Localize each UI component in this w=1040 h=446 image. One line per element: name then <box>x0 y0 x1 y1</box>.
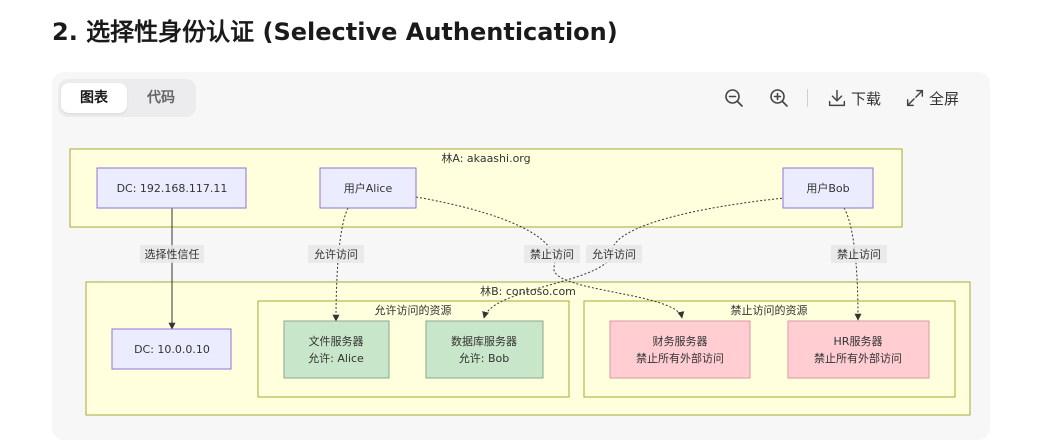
denied-resources-title: 禁止访问的资源 <box>731 303 808 317</box>
node-file-server[interactable] <box>283 320 390 379</box>
page-title: 2. 选择性身份认证 (Selective Authentication) <box>52 18 618 46</box>
diagram-panel: 林A: akaashi.org 林B: contoso.com 允许访问的资源 … <box>52 72 990 440</box>
toolbar-divider <box>807 89 808 107</box>
tab-diagram[interactable]: 图表 <box>61 83 127 113</box>
diagram-toolbar: 下载 全屏 <box>722 82 972 114</box>
download-label: 下载 <box>851 89 882 108</box>
zoom-out-icon[interactable] <box>722 86 746 110</box>
forest-a-title: 林A: akaashi.org <box>441 151 530 165</box>
edge-label-bob-allow: 允许访问 <box>592 247 636 261</box>
node-user-bob[interactable] <box>782 167 874 209</box>
edge-label-bg <box>831 245 887 263</box>
mermaid-diagram: 林A: akaashi.org 林B: contoso.com 允许访问的资源 … <box>69 148 971 416</box>
tab-code[interactable]: 代码 <box>147 90 175 106</box>
diagram-canvas: 林A: akaashi.org 林B: contoso.com 允许访问的资源 … <box>52 72 990 440</box>
node-hr-server-line2: 禁止所有外部访问 <box>814 351 902 365</box>
node-finance-server-line1: 财务服务器 <box>653 334 708 348</box>
node-finance-server[interactable] <box>609 320 751 379</box>
edge-label-alice-deny: 禁止访问 <box>530 248 574 261</box>
edge-alice-allow <box>332 207 349 322</box>
node-dc-b[interactable] <box>111 328 232 370</box>
node-dc-a[interactable] <box>96 167 247 209</box>
node-dc-b-label: DC: 10.0.0.10 <box>134 343 210 356</box>
node-db-server-line1: 数据库服务器 <box>451 334 517 348</box>
fullscreen-label: 全屏 <box>929 89 960 108</box>
download-button[interactable]: 下载 <box>826 86 881 110</box>
node-db-server-line2: 允许: Bob <box>459 351 509 365</box>
edge-alice-deny <box>415 196 685 319</box>
edge-label-bob-deny: 禁止访问 <box>837 248 881 261</box>
edge-label-bg <box>586 245 642 263</box>
edge-label-trust: 选择性信任 <box>145 247 200 261</box>
expand-icon <box>906 89 924 107</box>
node-db-server[interactable] <box>425 320 544 379</box>
node-file-server-line1: 文件服务器 <box>309 334 364 348</box>
node-hr-server[interactable] <box>787 320 930 379</box>
edge-label-bg <box>524 245 580 263</box>
node-finance-server-line2: 禁止所有外部访问 <box>636 351 724 365</box>
node-user-alice[interactable] <box>319 167 417 209</box>
node-hr-server-line1: HR服务器 <box>834 335 883 348</box>
fullscreen-button[interactable]: 全屏 <box>904 86 959 110</box>
node-user-bob-label: 用户Bob <box>806 181 849 195</box>
download-icon <box>828 89 846 107</box>
edge-label-bg <box>140 245 204 263</box>
node-user-alice-label: 用户Alice <box>344 181 393 195</box>
edge-label-bg <box>308 245 364 263</box>
zoom-in-icon[interactable] <box>767 86 791 110</box>
view-tabs: 图表 代码 <box>58 79 196 117</box>
allowed-resources-title: 允许访问的资源 <box>375 303 452 317</box>
node-dc-a-label: DC: 192.168.117.11 <box>117 182 228 195</box>
node-file-server-line2: 允许: Alice <box>308 351 364 365</box>
edge-label-alice-allow: 允许访问 <box>314 247 358 261</box>
